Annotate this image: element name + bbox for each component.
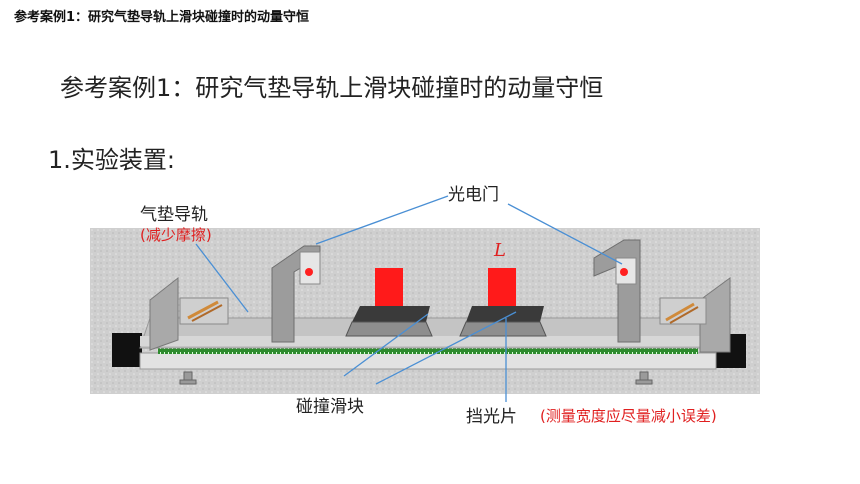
- air-track-label: 气垫导轨: [140, 205, 208, 225]
- ruler: [158, 345, 698, 354]
- shutter-right: [488, 268, 516, 306]
- track-front: [140, 336, 716, 346]
- right-foot: [635, 371, 653, 385]
- slider-right: [466, 306, 544, 322]
- air-track-note: (减少摩擦): [140, 226, 212, 244]
- left-end-block: [112, 333, 142, 367]
- left-foot: [179, 371, 197, 385]
- shutter-note: (测量宽度应尽量减小误差): [540, 407, 717, 425]
- section-heading: 1.实验装置:: [48, 146, 175, 174]
- sliders-label: 碰撞滑块: [296, 397, 364, 417]
- shutter-left: [375, 268, 403, 306]
- photogate-label: 光电门: [448, 185, 499, 205]
- slide-header: 参考案例1：研究气垫导轨上滑块碰撞时的动量守恒: [14, 10, 310, 25]
- right-bracket: [699, 277, 731, 353]
- left-bracket: [149, 276, 179, 351]
- shutter-label: 挡光片: [466, 407, 517, 427]
- page-title: 参考案例1：研究气垫导轨上滑块碰撞时的动量守恒: [60, 74, 604, 102]
- slider-left: [352, 306, 430, 322]
- annotation-lines: [195, 195, 623, 402]
- track-base: [139, 352, 717, 370]
- length-symbol: L: [494, 240, 506, 261]
